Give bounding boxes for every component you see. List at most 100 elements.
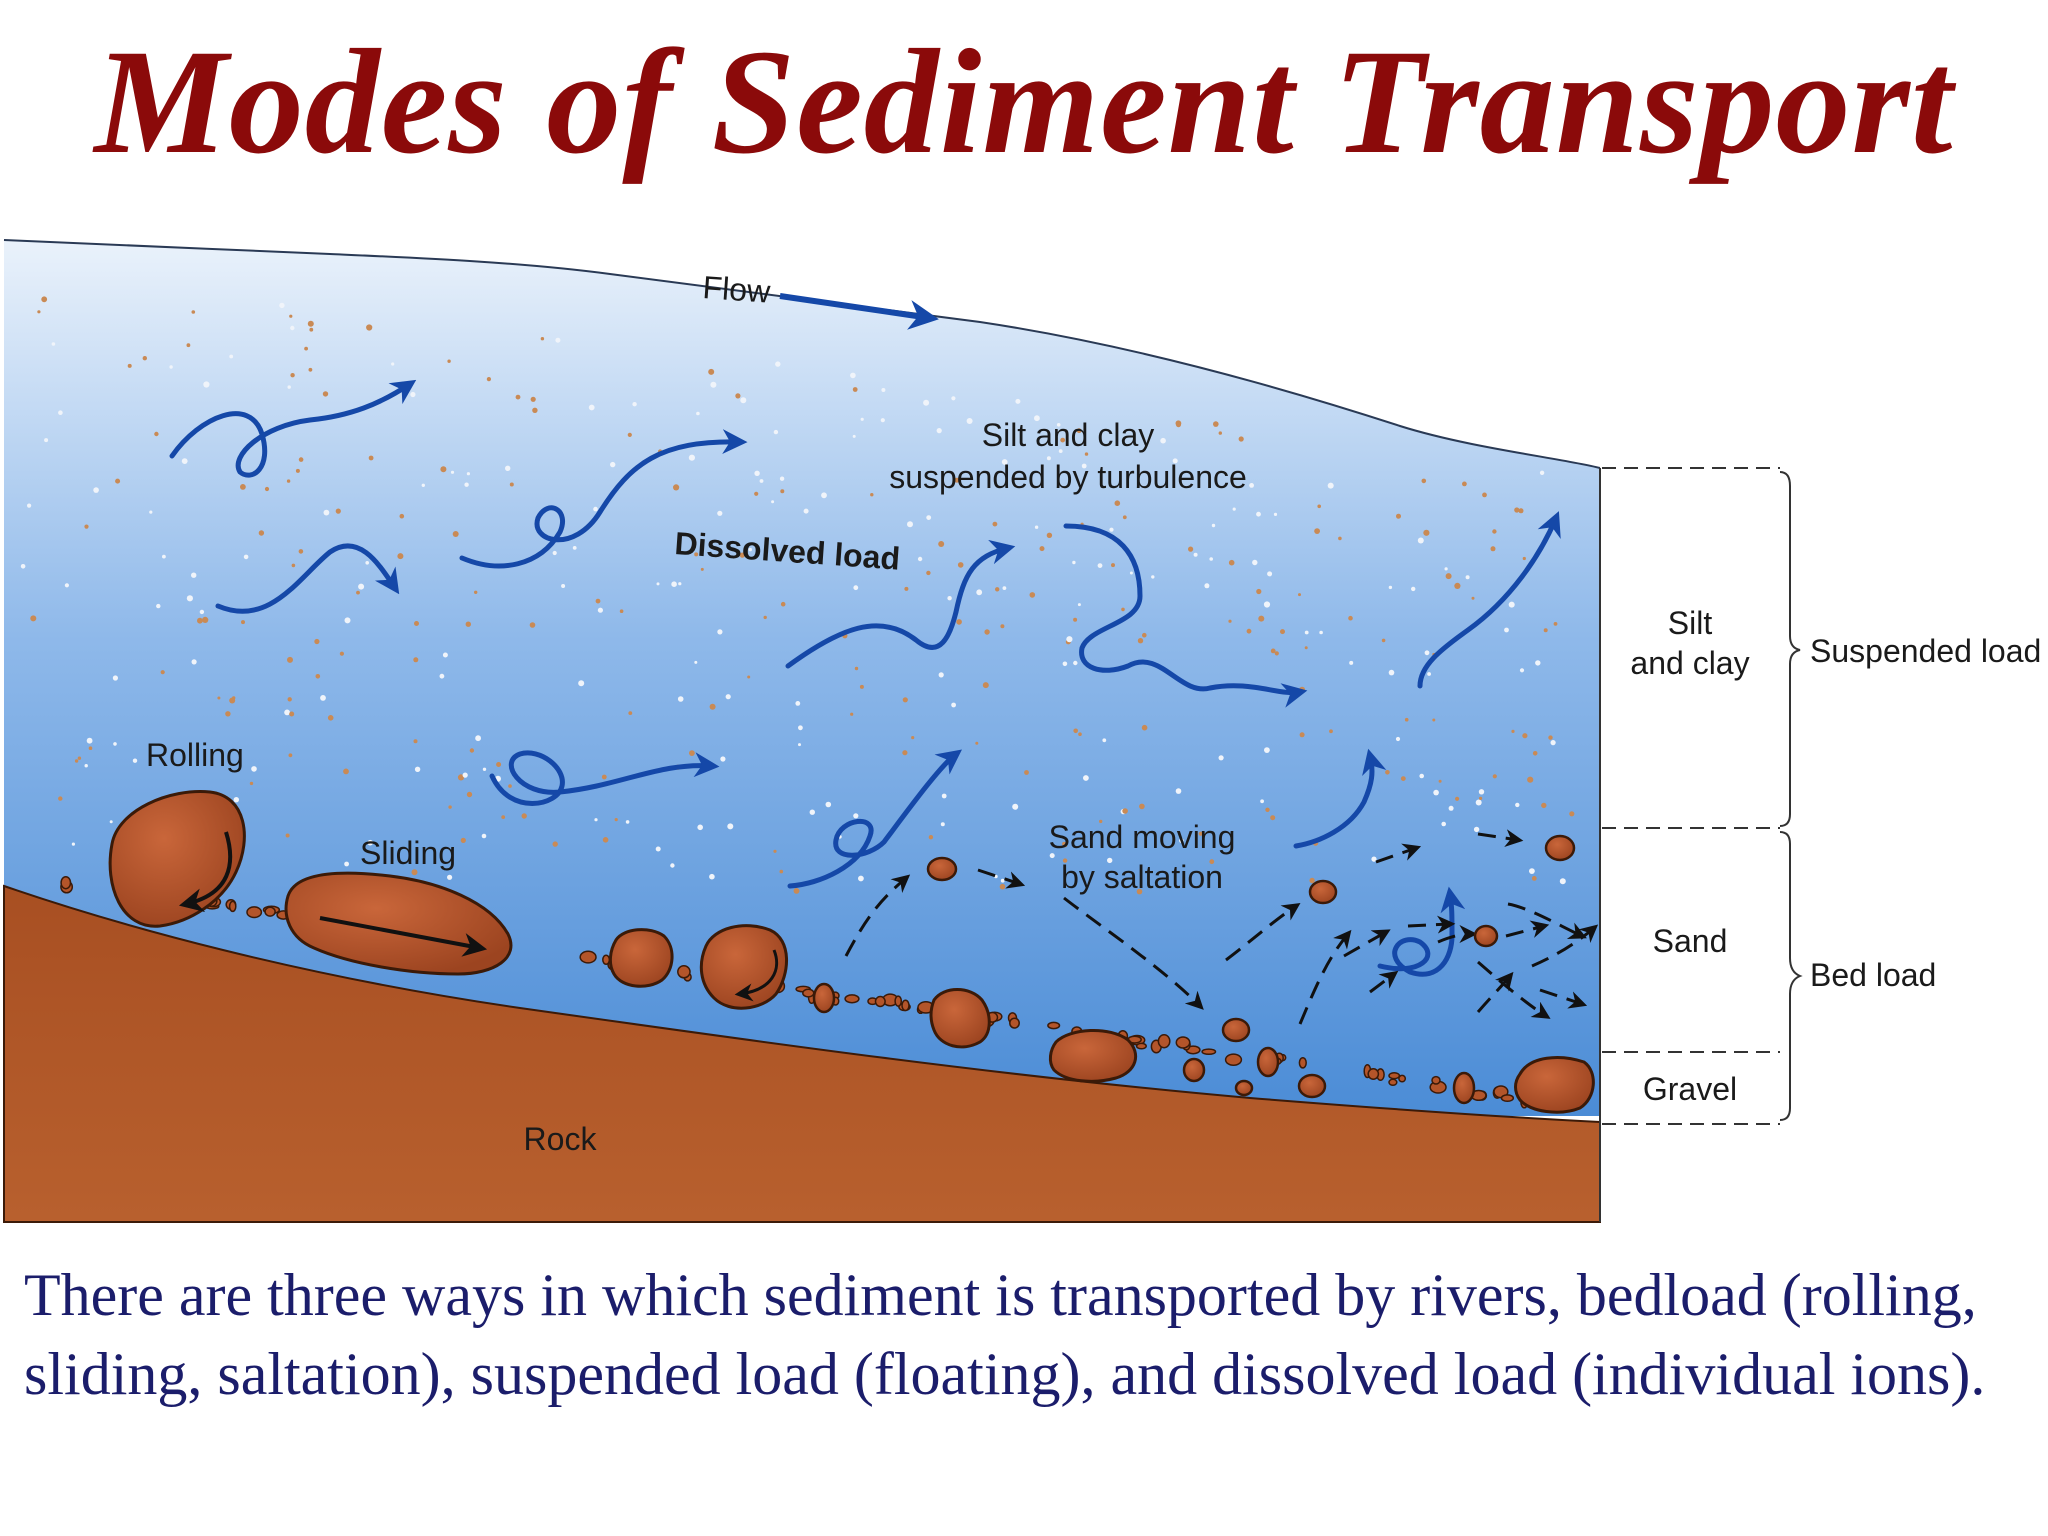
gravel-pebble	[602, 954, 611, 966]
particle-speck	[27, 503, 32, 508]
particle-speck	[240, 484, 246, 490]
particle-speck	[481, 833, 487, 839]
particle-speck	[1541, 802, 1547, 809]
particle-speck	[335, 508, 341, 514]
particle-speck	[850, 712, 854, 716]
particle-speck	[113, 742, 117, 746]
particle-speck	[1550, 740, 1556, 746]
bed-load-label: Bed load	[1810, 957, 1936, 993]
particle-speck	[911, 736, 915, 740]
particle-speck	[509, 482, 514, 487]
particle-speck	[775, 361, 781, 367]
particle-speck	[1238, 436, 1244, 442]
particle-speck	[708, 368, 715, 375]
particle-speck	[530, 396, 536, 402]
sediment-transport-diagram: Flow Silt and clay suspended by turbulen…	[2, 239, 2041, 1223]
particle-speck	[1139, 803, 1145, 810]
particle-speck	[692, 542, 696, 546]
particle-speck	[881, 388, 886, 392]
particle-speck	[1076, 428, 1082, 434]
bed-load-brace	[1779, 831, 1803, 1121]
particle-speck	[1107, 857, 1113, 864]
particle-speck	[1454, 582, 1461, 589]
gravel-pebble	[1388, 1072, 1401, 1080]
particle-speck	[58, 796, 63, 801]
particle-speck	[697, 824, 703, 831]
particle-speck	[966, 418, 973, 424]
particle-speck	[1062, 661, 1068, 667]
particle-speck	[322, 391, 329, 397]
particle-speck	[1427, 672, 1431, 676]
particle-speck	[1198, 831, 1203, 836]
particle-speck	[954, 477, 960, 483]
particle-speck	[288, 753, 293, 758]
particle-speck	[795, 701, 801, 706]
particle-speck	[771, 500, 775, 504]
particle-speck	[344, 861, 349, 867]
particle-speck	[1029, 592, 1036, 598]
particle-speck	[1298, 593, 1301, 597]
particle-speck	[754, 491, 759, 496]
particle-speck	[1264, 747, 1270, 753]
particle-speck	[936, 428, 942, 434]
sliding-label: Sliding	[360, 835, 456, 871]
particle-speck	[941, 793, 947, 799]
particle-speck	[30, 615, 37, 622]
particle-speck	[356, 590, 360, 595]
particle-speck	[656, 582, 660, 586]
gravel-pebble	[1135, 1042, 1147, 1050]
particle-speck	[938, 541, 945, 547]
particle-speck	[1319, 630, 1323, 635]
particle-speck	[203, 381, 210, 388]
particle-speck	[1492, 774, 1497, 779]
gravel-pebble	[844, 994, 860, 1004]
particle-speck	[870, 493, 874, 497]
turbulence-arrows	[169, 379, 1561, 977]
particle-speck	[1421, 478, 1427, 484]
particle-speck	[515, 394, 521, 400]
particle-speck	[1411, 586, 1416, 592]
particle-speck	[1314, 528, 1320, 534]
particle-speck	[1218, 755, 1224, 761]
particle-speck	[673, 484, 680, 491]
particle-speck	[1327, 482, 1334, 489]
particle-speck	[1034, 525, 1039, 529]
particle-speck	[217, 696, 221, 700]
particle-speck	[923, 399, 930, 406]
particle-speck	[1553, 622, 1558, 626]
gravel-pebble	[677, 965, 691, 979]
particle-speck	[1400, 776, 1406, 781]
particle-speck	[232, 696, 236, 700]
particle-speck	[1455, 796, 1460, 801]
particle-speck	[1395, 736, 1401, 742]
flow-arrow	[779, 293, 939, 330]
particle-speck	[1265, 807, 1270, 812]
particle-speck	[628, 711, 633, 715]
particle-speck	[951, 396, 956, 401]
particle-speck	[1209, 557, 1213, 561]
particle-speck	[671, 581, 677, 587]
particle-speck	[717, 629, 723, 635]
particle-speck	[1015, 398, 1021, 404]
rock-label: Rock	[524, 1121, 598, 1157]
particle-speck	[291, 563, 296, 568]
particle-speck	[1559, 878, 1566, 885]
gravel-pebble	[60, 875, 72, 890]
particle-speck	[109, 820, 113, 824]
particle-speck	[71, 842, 75, 846]
particle-speck	[561, 584, 566, 588]
particle-speck	[1424, 650, 1430, 656]
particle-speck	[233, 797, 239, 803]
particle-speck	[1569, 811, 1575, 817]
side-label-gravel: Gravel	[1643, 1071, 1737, 1107]
gravel-pebble	[802, 988, 815, 998]
gravel-pebble	[246, 906, 263, 919]
particle-speck	[982, 682, 989, 689]
particle-speck	[780, 601, 786, 607]
particle-speck	[450, 470, 455, 474]
particle-speck	[595, 598, 601, 604]
particle-speck	[287, 697, 292, 702]
particle-speck	[926, 570, 931, 576]
particle-speck	[1465, 575, 1470, 580]
saltation-arrows	[844, 829, 1599, 1025]
